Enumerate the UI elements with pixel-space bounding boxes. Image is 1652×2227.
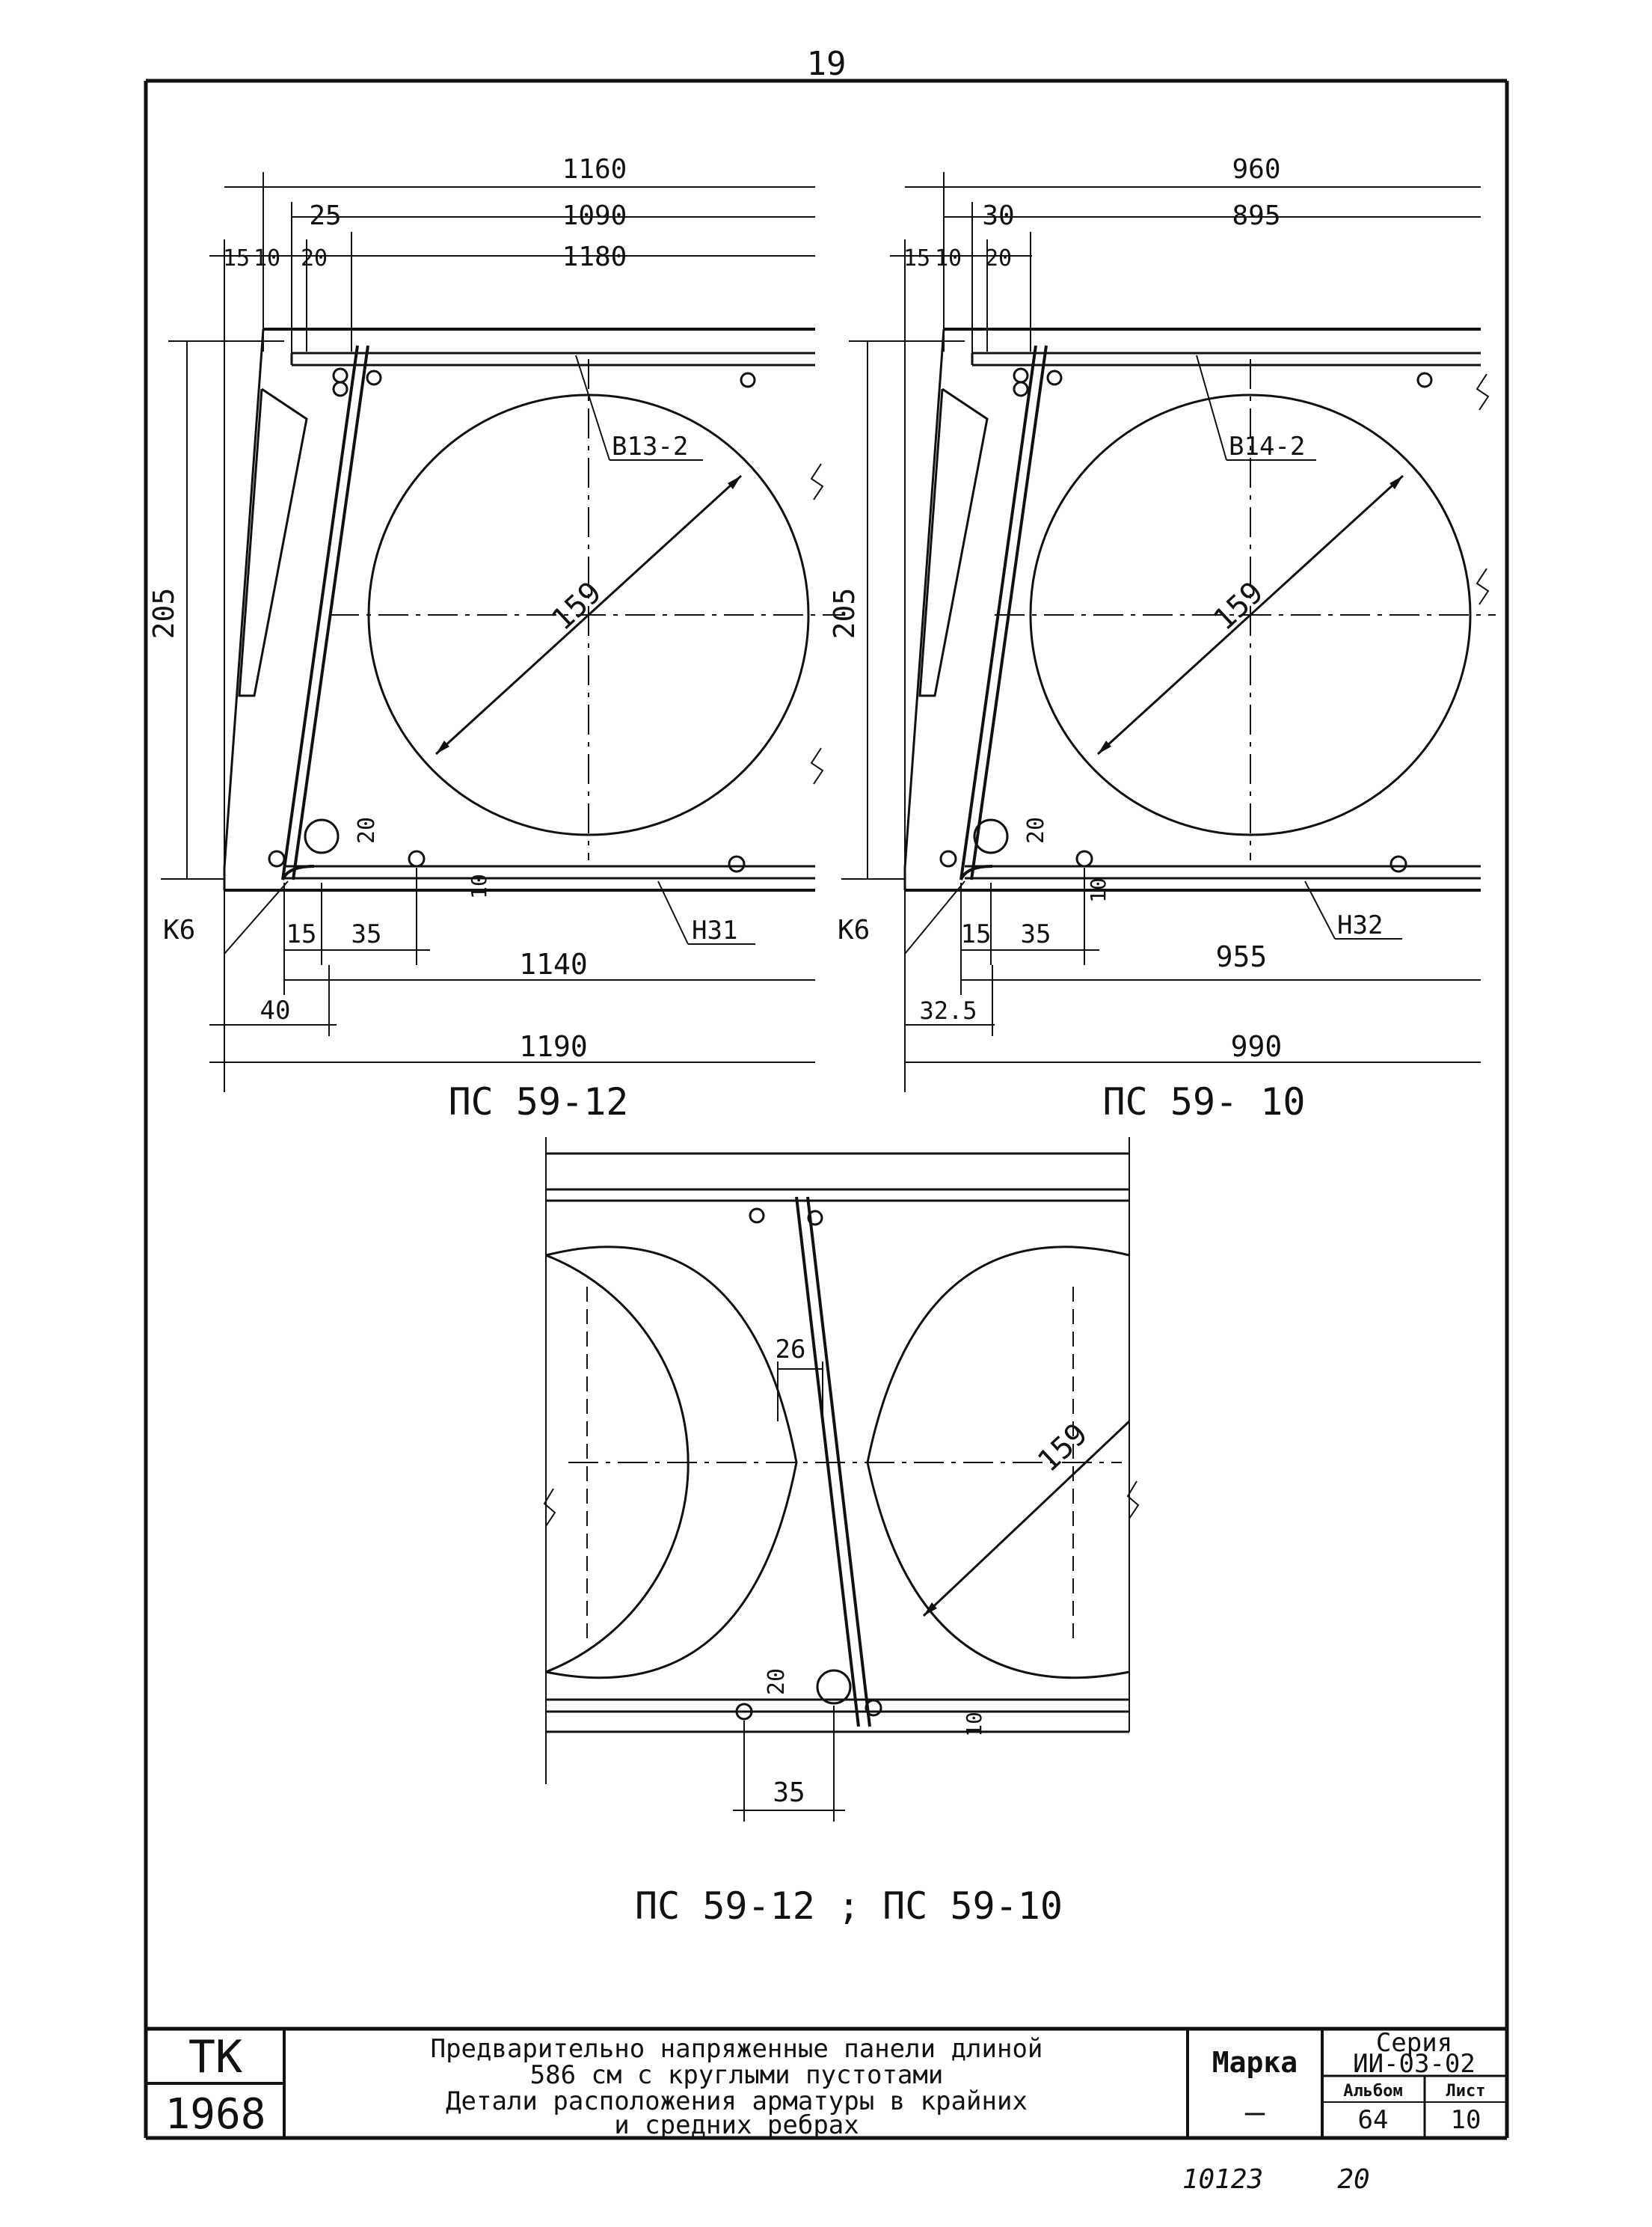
middle-caption: ПС 59-12 ; ПС 59-10 [635, 1884, 1063, 1928]
marka-label: Марка [1212, 2046, 1298, 2079]
middle-dim-35: 35 [773, 1777, 805, 1808]
right-height-205: 205 [828, 588, 861, 640]
left-dim-15: 15 [223, 245, 250, 272]
sheet-label: Лист [1446, 2082, 1486, 2101]
left-diameter: 159 [545, 575, 608, 637]
right-dim-10: 10 [935, 245, 962, 272]
right-dim-b-955: 955 [1216, 940, 1268, 973]
right-dim-895: 895 [1232, 200, 1280, 231]
left-dim-20: 20 [301, 245, 328, 272]
right-bar-bottom-label: Н32 [1337, 910, 1383, 940]
right-diameter: 159 [1207, 575, 1270, 637]
left-detail [161, 172, 845, 1092]
sheet-frame [144, 79, 1509, 2140]
right-dim-15: 15 [903, 245, 930, 272]
sheet-value: 10 [1451, 2105, 1481, 2135]
title-line-4: и средних ребрах [614, 2110, 859, 2140]
left-clamp-label: К6 [163, 915, 195, 946]
right-dim-20-vertical: 20 [1023, 817, 1049, 844]
left-caption: ПС 59-12 [449, 1080, 629, 1124]
tk-logo: ТК [188, 2031, 242, 2083]
left-dim-b-15: 15 [286, 919, 317, 949]
right-dim-b-990: 990 [1231, 1030, 1283, 1063]
title-block [146, 2027, 1507, 2138]
left-dim-10-vertical: 10 [467, 874, 491, 899]
left-height-205: 205 [147, 588, 180, 640]
right-bar-top-label: В14-2 [1229, 432, 1305, 462]
album-value: 64 [1358, 2105, 1389, 2135]
right-dim-b-15: 15 [961, 919, 992, 949]
middle-dim-10-vertical: 10 [962, 1712, 986, 1737]
left-dim-b-1140: 1140 [519, 948, 588, 981]
series-value: ИИ-03-02 [1353, 2049, 1476, 2079]
left-dim-20-vertical: 20 [354, 817, 380, 844]
right-detail [841, 172, 1496, 1092]
title-line-2: 586 см с круглыми пустотами [530, 2060, 944, 2090]
right-dim-10-vertical: 10 [1086, 877, 1111, 903]
right-dim-30: 30 [982, 200, 1014, 231]
middle-detail [543, 1137, 1140, 1822]
right-dim-960: 960 [1232, 154, 1280, 185]
marka-value: — [1245, 2093, 1265, 2131]
title-line-3: Детали расположения арматуры в крайних [446, 2086, 1028, 2116]
left-dim-25: 25 [309, 200, 341, 231]
middle-diameter: 159 [1031, 1417, 1094, 1479]
album-label: Альбом [1343, 2082, 1402, 2101]
footer-code: 10123 [1182, 2164, 1263, 2195]
right-dim-b-32-5: 32.5 [919, 996, 977, 1025]
right-clamp-label: К6 [838, 915, 870, 946]
middle-dim-20-vertical: 20 [764, 1668, 790, 1695]
series-label: Серия [1376, 2028, 1452, 2058]
left-dim-b-1190: 1190 [519, 1030, 588, 1063]
left-bar-bottom-label: Н31 [692, 916, 737, 946]
left-bar-top-label: В13-2 [612, 432, 688, 462]
middle-dim-26: 26 [776, 1335, 806, 1364]
footer-number: 20 [1337, 2164, 1369, 2195]
left-dim-1180: 1180 [562, 242, 627, 272]
right-dim-20: 20 [985, 245, 1012, 272]
right-dim-b-35: 35 [1021, 919, 1051, 949]
left-dim-b-35: 35 [351, 919, 382, 949]
right-caption: ПС 59- 10 [1103, 1080, 1306, 1124]
left-dim-1160: 1160 [562, 154, 627, 185]
year: 1968 [165, 2090, 266, 2139]
left-dim-10: 10 [254, 245, 280, 272]
page-number: 19 [807, 45, 847, 83]
title-line-1: Предварительно напряженные панели длиной [431, 2034, 1043, 2064]
left-dim-1090: 1090 [562, 200, 627, 231]
left-dim-b-40: 40 [260, 996, 291, 1026]
